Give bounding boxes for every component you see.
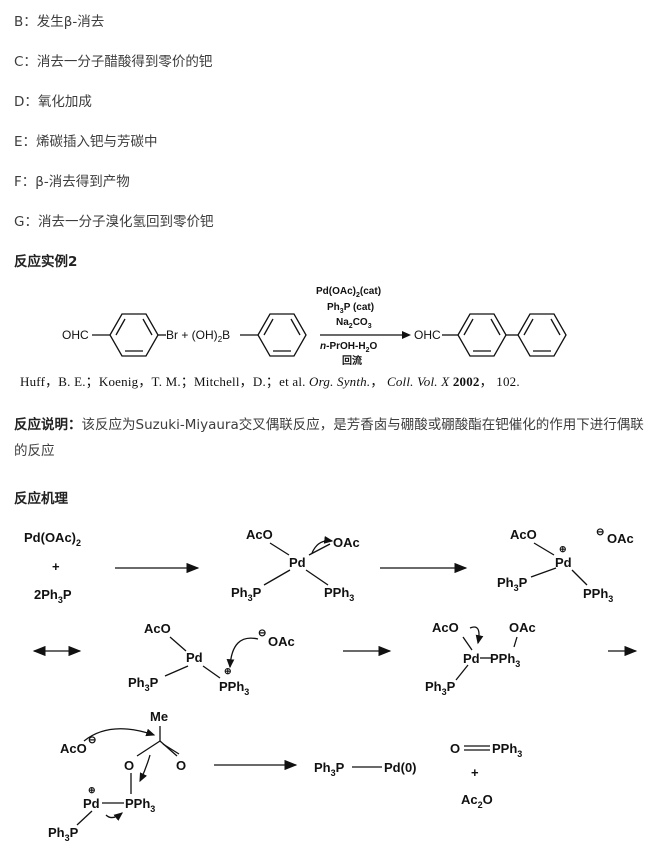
aco-5: AcO [60, 741, 87, 756]
oac-1: OAc [333, 535, 360, 550]
solvent-label: -PrOH-H [326, 341, 365, 352]
acetic-anhydride: Ac [461, 792, 478, 807]
oac-free-1: OAc [607, 531, 634, 546]
ligand-cat: P (cat) [344, 302, 374, 313]
svg-text:Ph3P: Ph3P [128, 675, 159, 693]
svg-text:Ph3P: Ph3P [314, 760, 345, 778]
methyl-label: Me [150, 709, 168, 724]
pd-4: Pd [463, 651, 480, 666]
boron-label: B [222, 328, 230, 342]
reference-coll: Coll. Vol. [386, 374, 438, 389]
step-b: B：发生β-消去 [14, 14, 105, 30]
svg-text:Pd(OAc)2: Pd(OAc)2 [24, 530, 81, 548]
svg-text:PPh3: PPh3 [125, 796, 155, 814]
svg-text:Ac2O: Ac2O [461, 792, 493, 810]
catalyst-cat: (cat) [360, 286, 381, 297]
solvent-o: O [369, 341, 377, 352]
carbonyl-o: O [176, 758, 186, 773]
svg-text:⊕: ⊕ [559, 544, 567, 554]
svg-text:⊖: ⊖ [88, 735, 96, 746]
base-co: CO [353, 317, 368, 328]
svg-text:⊖: ⊖ [596, 527, 604, 538]
mechanism-heading: 反应机理 [14, 491, 68, 507]
svg-text:2Ph3P: 2Ph3P [34, 587, 72, 605]
svg-text:⊕: ⊕ [224, 666, 232, 676]
bromo-label: Br [166, 328, 178, 342]
svg-text:Pd(OAc)2(cat): Pd(OAc)2(cat) [316, 286, 381, 299]
plus-sign-2: + [471, 765, 479, 780]
step-f: F：β-消去得到产物 [14, 174, 130, 190]
ester-o: O [124, 758, 134, 773]
aco-1: AcO [246, 527, 273, 542]
step-g: G：消去一分子溴化氢回到零价钯 [14, 214, 214, 230]
svg-text:n-PrOH-H2O: n-PrOH-H2O [320, 341, 377, 354]
step-c: C：消去一分子醋酸得到零价的钯 [14, 54, 213, 70]
pd-3: Pd [186, 650, 203, 665]
svg-text:Br + (OH)2B: Br + (OH)2B [166, 328, 230, 344]
aco-3: AcO [144, 621, 171, 636]
boronic-acid-label: + (OH) [181, 328, 217, 342]
pd-5: Pd [83, 796, 100, 811]
svg-text:Ph3P: Ph3P [497, 575, 528, 593]
pd-1: Pd [289, 555, 306, 570]
svg-text:Ph3P (cat): Ph3P (cat) [327, 302, 374, 315]
reference-year: 2002 [452, 374, 480, 389]
explanation-paragraph: 反应说明：该反应为Suzuki-Miyaura交叉偶联反应，是芳香卤与硼酸或硼酸… [14, 412, 650, 464]
base-label: Na [336, 317, 349, 328]
explanation-label: 反应说明： [14, 417, 82, 433]
reference-journal: Org. Synth. [309, 374, 371, 389]
catalyst-label: Pd(OAc) [316, 286, 356, 297]
reference-authors: Huff，B. E.；Koenig，T. M.；Mitchell，D.；et a… [20, 374, 306, 389]
reference-vol: X [441, 374, 450, 389]
svg-text:PPh3: PPh3 [492, 741, 522, 759]
svg-text:PPh3: PPh3 [490, 651, 520, 669]
svg-text:PPh3: PPh3 [219, 679, 249, 697]
plus-sign: + [52, 559, 60, 574]
svg-text:Na2CO3: Na2CO3 [336, 317, 372, 330]
oac-free-2: OAc [268, 634, 295, 649]
step-d: D：氧化加成 [14, 94, 92, 110]
svg-text:PPh3: PPh3 [583, 586, 613, 604]
pd-oac2-label: Pd(OAc) [24, 530, 76, 545]
svg-text:Ph3P: Ph3P [425, 679, 456, 697]
oac-4: OAc [509, 620, 536, 635]
phosphine-oxide-o: O [450, 741, 460, 756]
pd0-label: Pd(0) [384, 760, 417, 775]
svg-text:⊕: ⊕ [88, 785, 96, 795]
mechanism-diagram: Pd(OAc)2 + 2Ph3P AcO OAc Pd Ph3P PPh3 Ac… [24, 527, 638, 843]
step-e: E：烯碳插入钯与芳碳中 [14, 134, 158, 150]
ligand-label: Ph [327, 302, 340, 313]
reflux-label: 回流 [342, 354, 362, 367]
example-heading: 反应实例2 [14, 254, 78, 270]
pd-2: Pd [555, 555, 572, 570]
reference-page: 102. [496, 374, 520, 389]
product-ohc: OHC [414, 328, 441, 342]
explanation-text: 该反应为Suzuki-Miyaura交叉偶联反应，是芳香卤与硼酸或硼酸酯在钯催化… [14, 417, 644, 459]
aco-4: AcO [432, 620, 459, 635]
solvent-n: n [320, 341, 326, 352]
reaction-scheme: OHC Br + (OH)2B Pd(OAc)2(cat) Ph3P (cat)… [62, 286, 567, 367]
aco-2: AcO [510, 527, 537, 542]
svg-text:⊖: ⊖ [258, 628, 266, 639]
reagent-ohc: OHC [62, 328, 89, 342]
reference: Huff，B. E.；Koenig，T. M.；Mitchell，D.；et a… [20, 374, 520, 389]
svg-text:Ph3P: Ph3P [231, 585, 262, 603]
tpp-label: 2Ph [34, 587, 58, 602]
svg-text:PPh3: PPh3 [324, 585, 354, 603]
svg-text:Ph3P: Ph3P [48, 825, 79, 843]
